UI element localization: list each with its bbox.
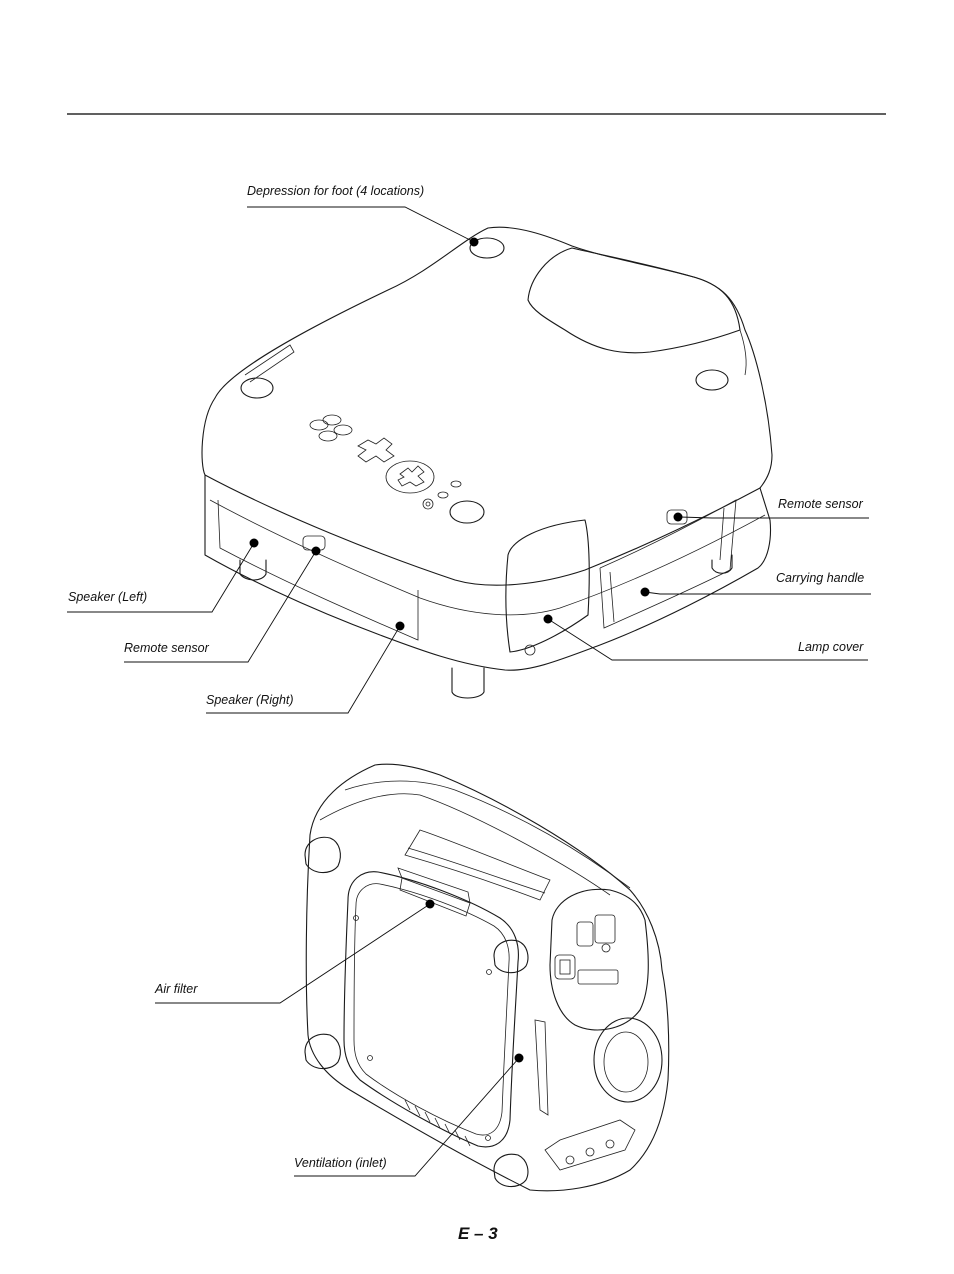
label-speaker-right: Speaker (Right) xyxy=(206,693,294,707)
leaders-bottom xyxy=(155,899,524,1177)
projector-top-view xyxy=(201,226,773,699)
label-carrying-handle: Carrying handle xyxy=(776,571,865,585)
control-panel xyxy=(309,414,462,510)
leaders-top xyxy=(67,206,871,714)
label-remote-sensor-top: Remote sensor xyxy=(778,497,863,511)
label-lamp-cover: Lamp cover xyxy=(798,640,864,654)
projector-bottom-view xyxy=(304,763,670,1192)
page-number: E – 3 xyxy=(458,1224,498,1243)
label-remote-sensor-front: Remote sensor xyxy=(124,641,209,655)
label-ventilation-inlet: Ventilation (inlet) xyxy=(294,1156,387,1170)
label-air-filter: Air filter xyxy=(155,982,198,996)
label-foot-depression: Depression for foot (4 locations) xyxy=(247,184,425,198)
label-speaker-left: Speaker (Left) xyxy=(68,590,148,604)
